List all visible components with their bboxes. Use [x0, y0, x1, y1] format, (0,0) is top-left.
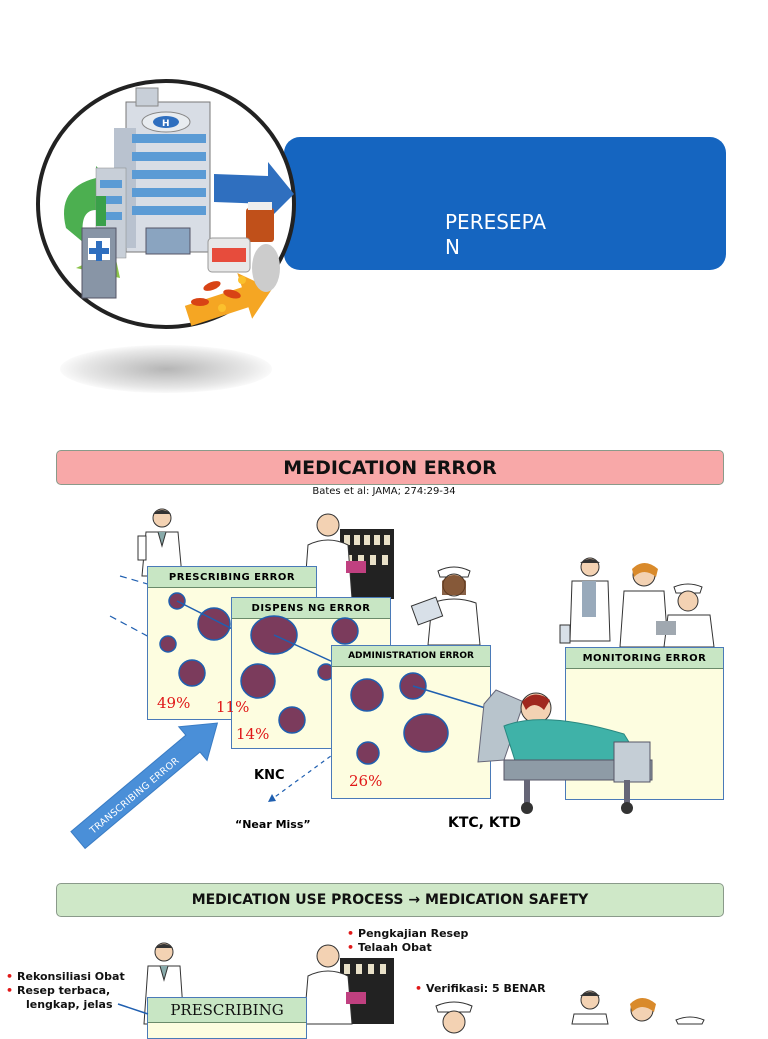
- doctor-nurses-icon-2: [560, 988, 728, 1025]
- prescribing-box-title: PRESCRIBING: [148, 998, 306, 1023]
- rekonsiliasi-pointer: [117, 1003, 149, 1015]
- hospital-icon: H: [36, 78, 298, 330]
- doctor-nurses-icon: [556, 555, 728, 648]
- prescribing-box: PRESCRIBING: [147, 997, 307, 1039]
- citation: Bates et al: JAMA; 274:29-34: [312, 486, 456, 497]
- doctor-icon: [132, 506, 196, 577]
- title-banner: PERESEPA N: [284, 137, 726, 270]
- ktc-ktd-label: KTC, KTD: [448, 815, 521, 831]
- dispensing-error-pct-2: 14%: [236, 725, 270, 743]
- near-miss-label: “Near Miss”: [235, 818, 311, 831]
- mid-bullets: •Pengkajian Resep •Telaah Obat: [347, 927, 469, 954]
- bullet-telaah: Telaah Obat: [358, 941, 432, 954]
- left-bullets: •Rekonsiliasi Obat •Resep terbaca, lengk…: [6, 970, 125, 1011]
- monitoring-error-title: MONITORING ERROR: [566, 648, 723, 669]
- bullet-lengkap: lengkap, jelas: [26, 998, 113, 1011]
- administration-error-title: ADMINISTRATION ERROR: [332, 646, 490, 667]
- dispensing-error-pct: 11%: [216, 698, 250, 716]
- knc-label: KNC: [254, 768, 285, 783]
- administration-error-pct: 26%: [349, 772, 383, 790]
- medication-use-title: MEDICATION USE PROCESS → MEDICATION SAFE…: [191, 892, 589, 908]
- slide-title-line1: PERESEPA: [445, 210, 547, 234]
- verifikasi-label: Verifikasi: 5 BENAR: [426, 982, 546, 995]
- bullet-rekonsiliasi: Rekonsiliasi Obat: [17, 970, 125, 983]
- slide-title-line2: N: [445, 235, 460, 259]
- prescribing-error-title: PRESCRIBING ERROR: [148, 567, 316, 588]
- nurse-icon-2: [430, 1000, 480, 1034]
- nurse-icon: [408, 565, 500, 646]
- dispensing-error-title: DISPENS NG ERROR: [232, 598, 390, 619]
- slide-title: PERESEPA N: [445, 209, 546, 260]
- bullet-pengkajian: Pengkajian Resep: [358, 927, 469, 940]
- administration-error-dots: [350, 672, 493, 765]
- medication-use-header: MEDICATION USE PROCESS → MEDICATION SAFE…: [56, 883, 724, 917]
- transcribing-error-arrow: TRANSCRIBING ERROR: [66, 716, 226, 850]
- patient-bed-icon: [464, 680, 656, 816]
- prescribing-label: PRESCRIBING: [170, 1001, 284, 1019]
- prescribing-error-pct: 49%: [157, 694, 191, 712]
- circle-shadow: [60, 345, 272, 393]
- medication-error-header: MEDICATION ERROR: [56, 450, 724, 485]
- svg-text:H: H: [162, 119, 170, 129]
- prescribing-error-dots: [159, 592, 269, 687]
- pharmacist-icon-2: [300, 940, 394, 1025]
- verifikasi-bullet: •Verifikasi: 5 BENAR: [415, 982, 546, 995]
- dispensing-error-dots: [240, 615, 359, 734]
- administration-error-box: ADMINISTRATION ERROR 26%: [331, 645, 493, 799]
- pharmacist-icon: [300, 511, 394, 600]
- bullet-resep-terbaca: Resep terbaca,: [17, 984, 111, 997]
- medication-error-title: MEDICATION ERROR: [283, 456, 497, 479]
